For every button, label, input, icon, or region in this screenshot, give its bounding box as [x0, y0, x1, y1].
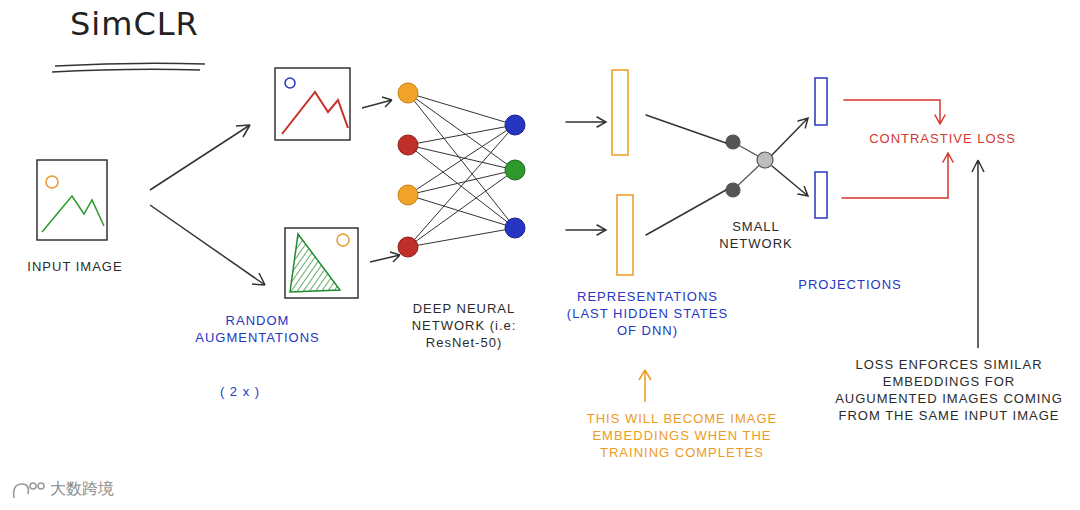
node-label: CONTRASTIVE LOSS [866, 128, 1019, 149]
input-image [37, 160, 107, 240]
input-arrows [362, 97, 400, 262]
leader-arrow [972, 160, 984, 348]
neural-network [398, 185, 418, 205]
input-arrows [362, 97, 392, 108]
input-image [37, 160, 107, 240]
augmented-image [275, 68, 350, 140]
arrow-connector [842, 100, 953, 198]
augmented-image [337, 234, 349, 246]
stage-label: ( 2 x ) [205, 383, 275, 400]
representation-node: REPRESENTATIONS (LAST HIDDEN STATES OF D… [610, 68, 636, 278]
input-image [42, 196, 104, 232]
watermark: 大数跨境 [50, 480, 140, 497]
arrow-connector [772, 118, 808, 196]
augmented-image [285, 78, 295, 88]
neural-network [505, 218, 525, 238]
neural-network [505, 160, 525, 180]
augmentation-arrows [150, 205, 265, 285]
watermark-icon [14, 483, 44, 498]
image-node: INPUT IMAGE [37, 160, 107, 240]
small-network-node: SMALL NETWORK [724, 133, 776, 199]
input-arrows [370, 252, 400, 262]
leader-arrow [972, 160, 984, 348]
node-label: REPRESENTATIONS (LAST HIDDEN STATES OF D… [565, 288, 730, 339]
augmentation-arrows [236, 125, 250, 137]
augmentation-arrows [150, 125, 250, 190]
network-node: DEEP NEURAL NETWORK (i.e: ResNet-50) [398, 83, 526, 258]
projection-vector [815, 172, 827, 218]
small-network [726, 183, 740, 197]
augmented-image [285, 228, 358, 298]
augmented-image [285, 228, 358, 298]
small-network [726, 135, 740, 149]
node-label: INPUT IMAGE [22, 258, 128, 275]
neural-network [408, 93, 515, 247]
diagram-title: SimCLR [70, 16, 199, 33]
node-label: SMALL NETWORK [710, 218, 802, 252]
title-underline [52, 63, 205, 72]
neural-network [398, 83, 418, 103]
node-label: PROJECTIONS [785, 276, 915, 293]
neural-network [505, 115, 525, 135]
node-label: DEEP NEURAL NETWORK (i.e: ResNet-50) [383, 300, 545, 351]
projection-node: PROJECTIONS [813, 76, 830, 221]
title-underline [55, 63, 205, 66]
neural-network [398, 135, 418, 155]
representation-vector [612, 70, 628, 155]
augmented-image [275, 68, 350, 140]
watermark-icon [14, 484, 29, 498]
small-network [726, 135, 773, 197]
callout-note: LOSS ENFORCES SIMILAR EMBEDDINGS FOR AUG… [833, 356, 1065, 424]
representation-vector [612, 70, 633, 275]
augmented-image [282, 92, 348, 134]
neural-network [398, 83, 525, 257]
small-network [757, 152, 773, 168]
arrow-connector [566, 117, 606, 235]
title-underline [52, 69, 200, 72]
representation-vector [617, 195, 633, 275]
augmented-image [290, 234, 340, 292]
arrow-connector [646, 115, 726, 235]
augmentation-arrows [150, 125, 265, 285]
leader-arrow [639, 370, 651, 402]
projection-vector [815, 78, 827, 125]
augmentation-arrows [252, 273, 265, 285]
stage-label: RANDOM AUGMENTATIONS [170, 312, 345, 346]
leader-arrow [639, 370, 651, 402]
watermark-icon [38, 483, 44, 489]
neural-network [398, 237, 418, 257]
loss-node: CONTRASTIVE LOSS [866, 128, 1019, 149]
input-image [46, 176, 58, 188]
projection-vector [815, 78, 827, 218]
callout-note: THIS WILL BECOME IMAGE EMBEDDINGS WHEN T… [572, 410, 792, 461]
watermark-icon [30, 483, 36, 489]
